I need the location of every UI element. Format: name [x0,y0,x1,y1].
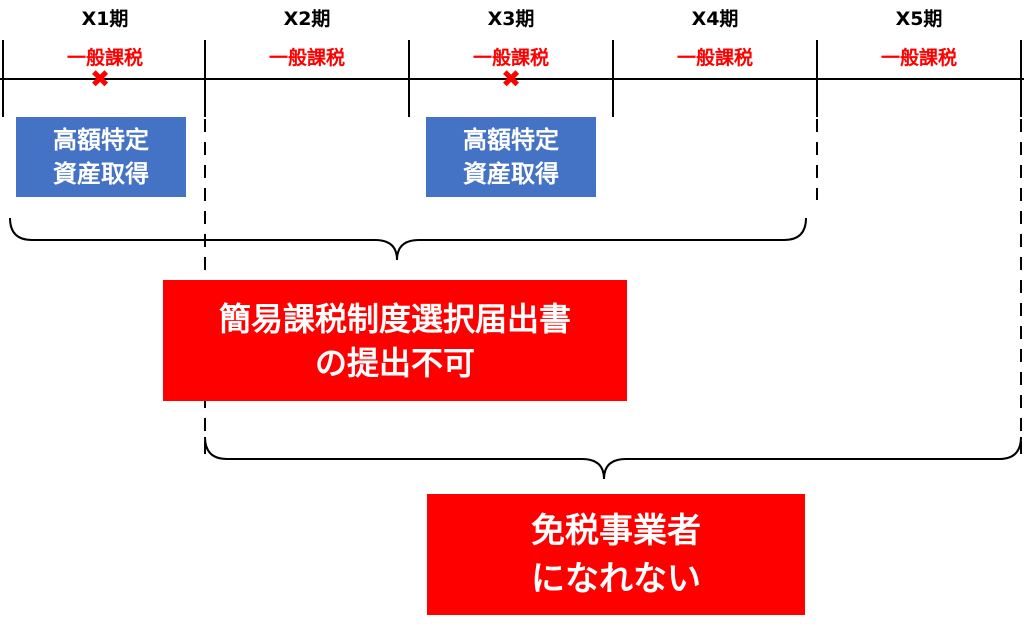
cross-icon: ✖ [89,65,111,93]
callout-line: になれない [531,558,701,599]
tax-method-x2: 一般課税 [268,47,345,69]
callout-line: の提出不可 [314,343,475,382]
tax-exempt-callout: 免税事業者 になれない [427,494,805,615]
period-label-x1: X1期 [81,8,129,30]
period-label-x2: X2期 [283,8,331,30]
period-label-x4: X4期 [691,8,739,30]
simplified-tax-callout: 簡易課税制度選択届出書 の提出不可 [163,280,627,401]
asset-box-line: 高額特定 [53,126,149,154]
tax-method-x1: 一般課税 [66,47,143,69]
callout-line: 免税事業者 [531,510,701,551]
asset-box-line: 資産取得 [53,160,149,188]
brace-x1-x4 [9,217,807,261]
asset-acquisition-box-x3: 高額特定 資産取得 [426,117,596,197]
period-label-x5: X5期 [895,8,943,30]
period-label-x3: X3期 [487,8,535,30]
asset-acquisition-box-x1: 高額特定 資産取得 [16,117,186,197]
asset-box-line: 資産取得 [463,160,559,188]
brace-x2-x5 [204,436,1022,480]
asset-box-line: 高額特定 [463,126,559,154]
callout-line: 簡易課税制度選択届出書 [218,299,571,338]
tax-method-x5: 一般課税 [880,47,957,69]
tax-method-x4: 一般課税 [676,47,753,69]
cross-icon: ✖ [500,65,522,93]
tax-method-x3: 一般課税 [472,47,549,69]
